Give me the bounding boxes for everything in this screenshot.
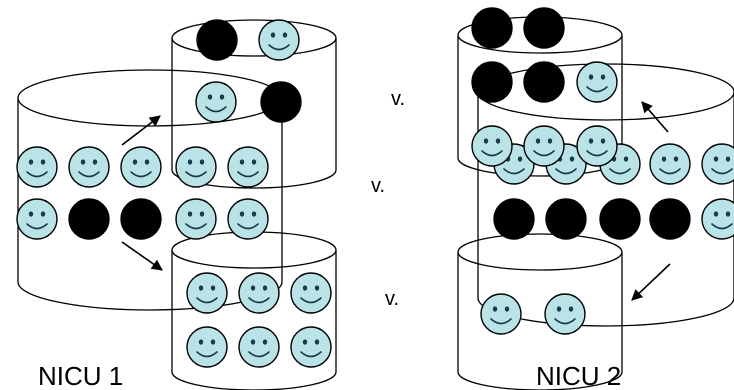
smiley-face-icon xyxy=(480,293,522,335)
smiley-face-icon xyxy=(16,146,58,188)
versus-label-middle: v. xyxy=(371,175,385,197)
black-dot-icon xyxy=(649,198,691,240)
nicu1-arrow-up xyxy=(121,115,161,146)
smiley-face-icon xyxy=(290,326,332,368)
smiley-face-icon xyxy=(649,143,691,185)
nicu2-label: NICU 2 xyxy=(536,361,621,390)
black-dot-icon xyxy=(599,198,641,240)
black-dot-icon xyxy=(523,7,565,49)
smiley-face-icon xyxy=(186,326,228,368)
nicu1-arrow-down xyxy=(121,241,163,271)
smiley-face-icon xyxy=(120,146,162,188)
nicu1-label: NICU 1 xyxy=(38,361,123,390)
smiley-face-icon xyxy=(471,125,513,167)
smiley-face-icon xyxy=(68,146,110,188)
black-dot-icon xyxy=(260,81,302,123)
black-dot-icon xyxy=(493,198,535,240)
smiley-face-icon xyxy=(175,198,217,240)
nicu1-main-cylinder xyxy=(17,69,283,311)
black-dot-icon xyxy=(471,7,513,49)
smiley-face-icon xyxy=(195,81,237,123)
black-dot-icon xyxy=(120,198,162,240)
smiley-face-icon xyxy=(576,125,618,167)
smiley-face-icon xyxy=(576,61,618,103)
smiley-face-icon xyxy=(186,272,228,314)
smiley-face-icon xyxy=(544,293,586,335)
black-dot-icon xyxy=(523,61,565,103)
nicu2-arrow-up xyxy=(641,101,669,133)
smiley-face-icon xyxy=(523,125,565,167)
versus-label-top: v. xyxy=(391,88,405,110)
smiley-face-icon xyxy=(238,272,280,314)
smiley-face-icon xyxy=(290,272,332,314)
smiley-face-icon xyxy=(258,19,300,61)
nicu2-arrow-down xyxy=(631,263,671,301)
smiley-face-icon xyxy=(175,146,217,188)
black-dot-icon xyxy=(471,61,513,103)
smiley-face-icon xyxy=(701,198,734,240)
smiley-face-icon xyxy=(238,326,280,368)
black-dot-icon xyxy=(196,19,238,61)
nicu2-main-cylinder xyxy=(477,63,734,327)
versus-label-bottom: v. xyxy=(385,288,399,310)
black-dot-icon xyxy=(545,198,587,240)
smiley-face-icon xyxy=(701,143,734,185)
smiley-face-icon xyxy=(227,198,269,240)
black-dot-icon xyxy=(68,198,110,240)
smiley-face-icon xyxy=(227,146,269,188)
smiley-face-icon xyxy=(16,198,58,240)
patient-tokens xyxy=(16,7,734,368)
